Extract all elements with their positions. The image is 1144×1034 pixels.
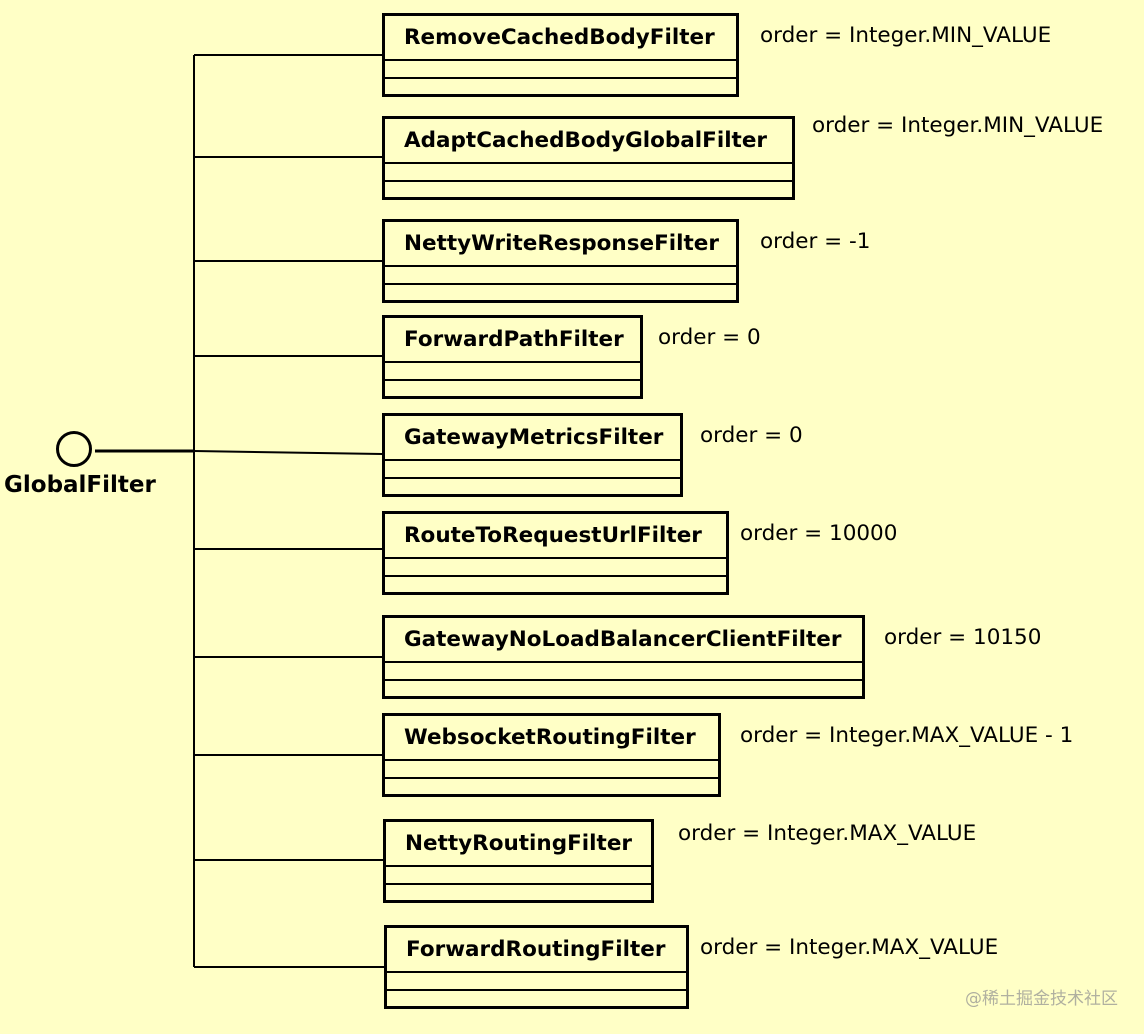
class-name: RemoveCachedBodyFilter [385, 16, 736, 61]
order-label: order = 0 [700, 423, 803, 448]
class-name: NettyRoutingFilter [386, 822, 651, 867]
interface-label: GlobalFilter [4, 472, 156, 498]
interface-lollipop-icon [56, 431, 92, 467]
class-box-netty-routing-filter: NettyRoutingFilter [383, 819, 654, 903]
class-box-adapt-cached-body-global-filter: AdaptCachedBodyGlobalFilter [382, 116, 795, 200]
operations-compartment [385, 577, 726, 594]
order-label: order = Integer.MAX_VALUE [678, 821, 977, 846]
operations-compartment [385, 779, 718, 796]
class-name: GatewayMetricsFilter [385, 416, 680, 461]
class-box-remove-cached-body-filter: RemoveCachedBodyFilter [382, 13, 739, 97]
class-name: ForwardRoutingFilter [387, 928, 686, 973]
class-box-gateway-metrics-filter: GatewayMetricsFilter [382, 413, 683, 497]
attributes-compartment [385, 363, 640, 381]
order-label: order = Integer.MIN_VALUE [812, 113, 1104, 138]
attributes-compartment [385, 267, 736, 285]
order-label: order = 0 [658, 325, 761, 350]
class-box-forward-path-filter: ForwardPathFilter [382, 315, 643, 399]
attributes-compartment [385, 61, 736, 79]
attributes-compartment [385, 461, 680, 479]
operations-compartment [385, 381, 640, 398]
class-box-forward-routing-filter: ForwardRoutingFilter [384, 925, 689, 1009]
attributes-compartment [387, 973, 686, 991]
class-name: NettyWriteResponseFilter [385, 222, 736, 267]
order-label: order = 10000 [740, 521, 898, 546]
order-label: order = -1 [760, 229, 871, 254]
operations-compartment [385, 79, 736, 96]
class-name: AdaptCachedBodyGlobalFilter [385, 119, 792, 164]
class-name: WebsocketRoutingFilter [385, 716, 718, 761]
order-label: order = Integer.MIN_VALUE [760, 23, 1052, 48]
attributes-compartment [386, 867, 651, 885]
order-label: order = Integer.MAX_VALUE [700, 935, 999, 960]
order-label: order = 10150 [884, 625, 1042, 650]
class-name: ForwardPathFilter [385, 318, 640, 363]
class-name: GatewayNoLoadBalancerClientFilter [385, 618, 862, 663]
operations-compartment [386, 885, 651, 902]
operations-compartment [385, 681, 862, 698]
class-box-websocket-routing-filter: WebsocketRoutingFilter [382, 713, 721, 797]
operations-compartment [385, 285, 736, 302]
attributes-compartment [385, 761, 718, 779]
operations-compartment [385, 479, 680, 496]
class-name: RouteToRequestUrlFilter [385, 514, 726, 559]
attributes-compartment [385, 559, 726, 577]
order-label: order = Integer.MAX_VALUE - 1 [740, 723, 1074, 748]
attributes-compartment [385, 164, 792, 182]
class-box-gateway-no-load-balancer-client-filter: GatewayNoLoadBalancerClientFilter [382, 615, 865, 699]
branch-line [193, 450, 385, 455]
operations-compartment [385, 182, 792, 199]
class-box-route-to-request-url-filter: RouteToRequestUrlFilter [382, 511, 729, 595]
watermark: @稀土掘金技术社区 [965, 989, 1118, 1009]
operations-compartment [387, 991, 686, 1008]
class-box-netty-write-response-filter: NettyWriteResponseFilter [382, 219, 739, 303]
attributes-compartment [385, 663, 862, 681]
